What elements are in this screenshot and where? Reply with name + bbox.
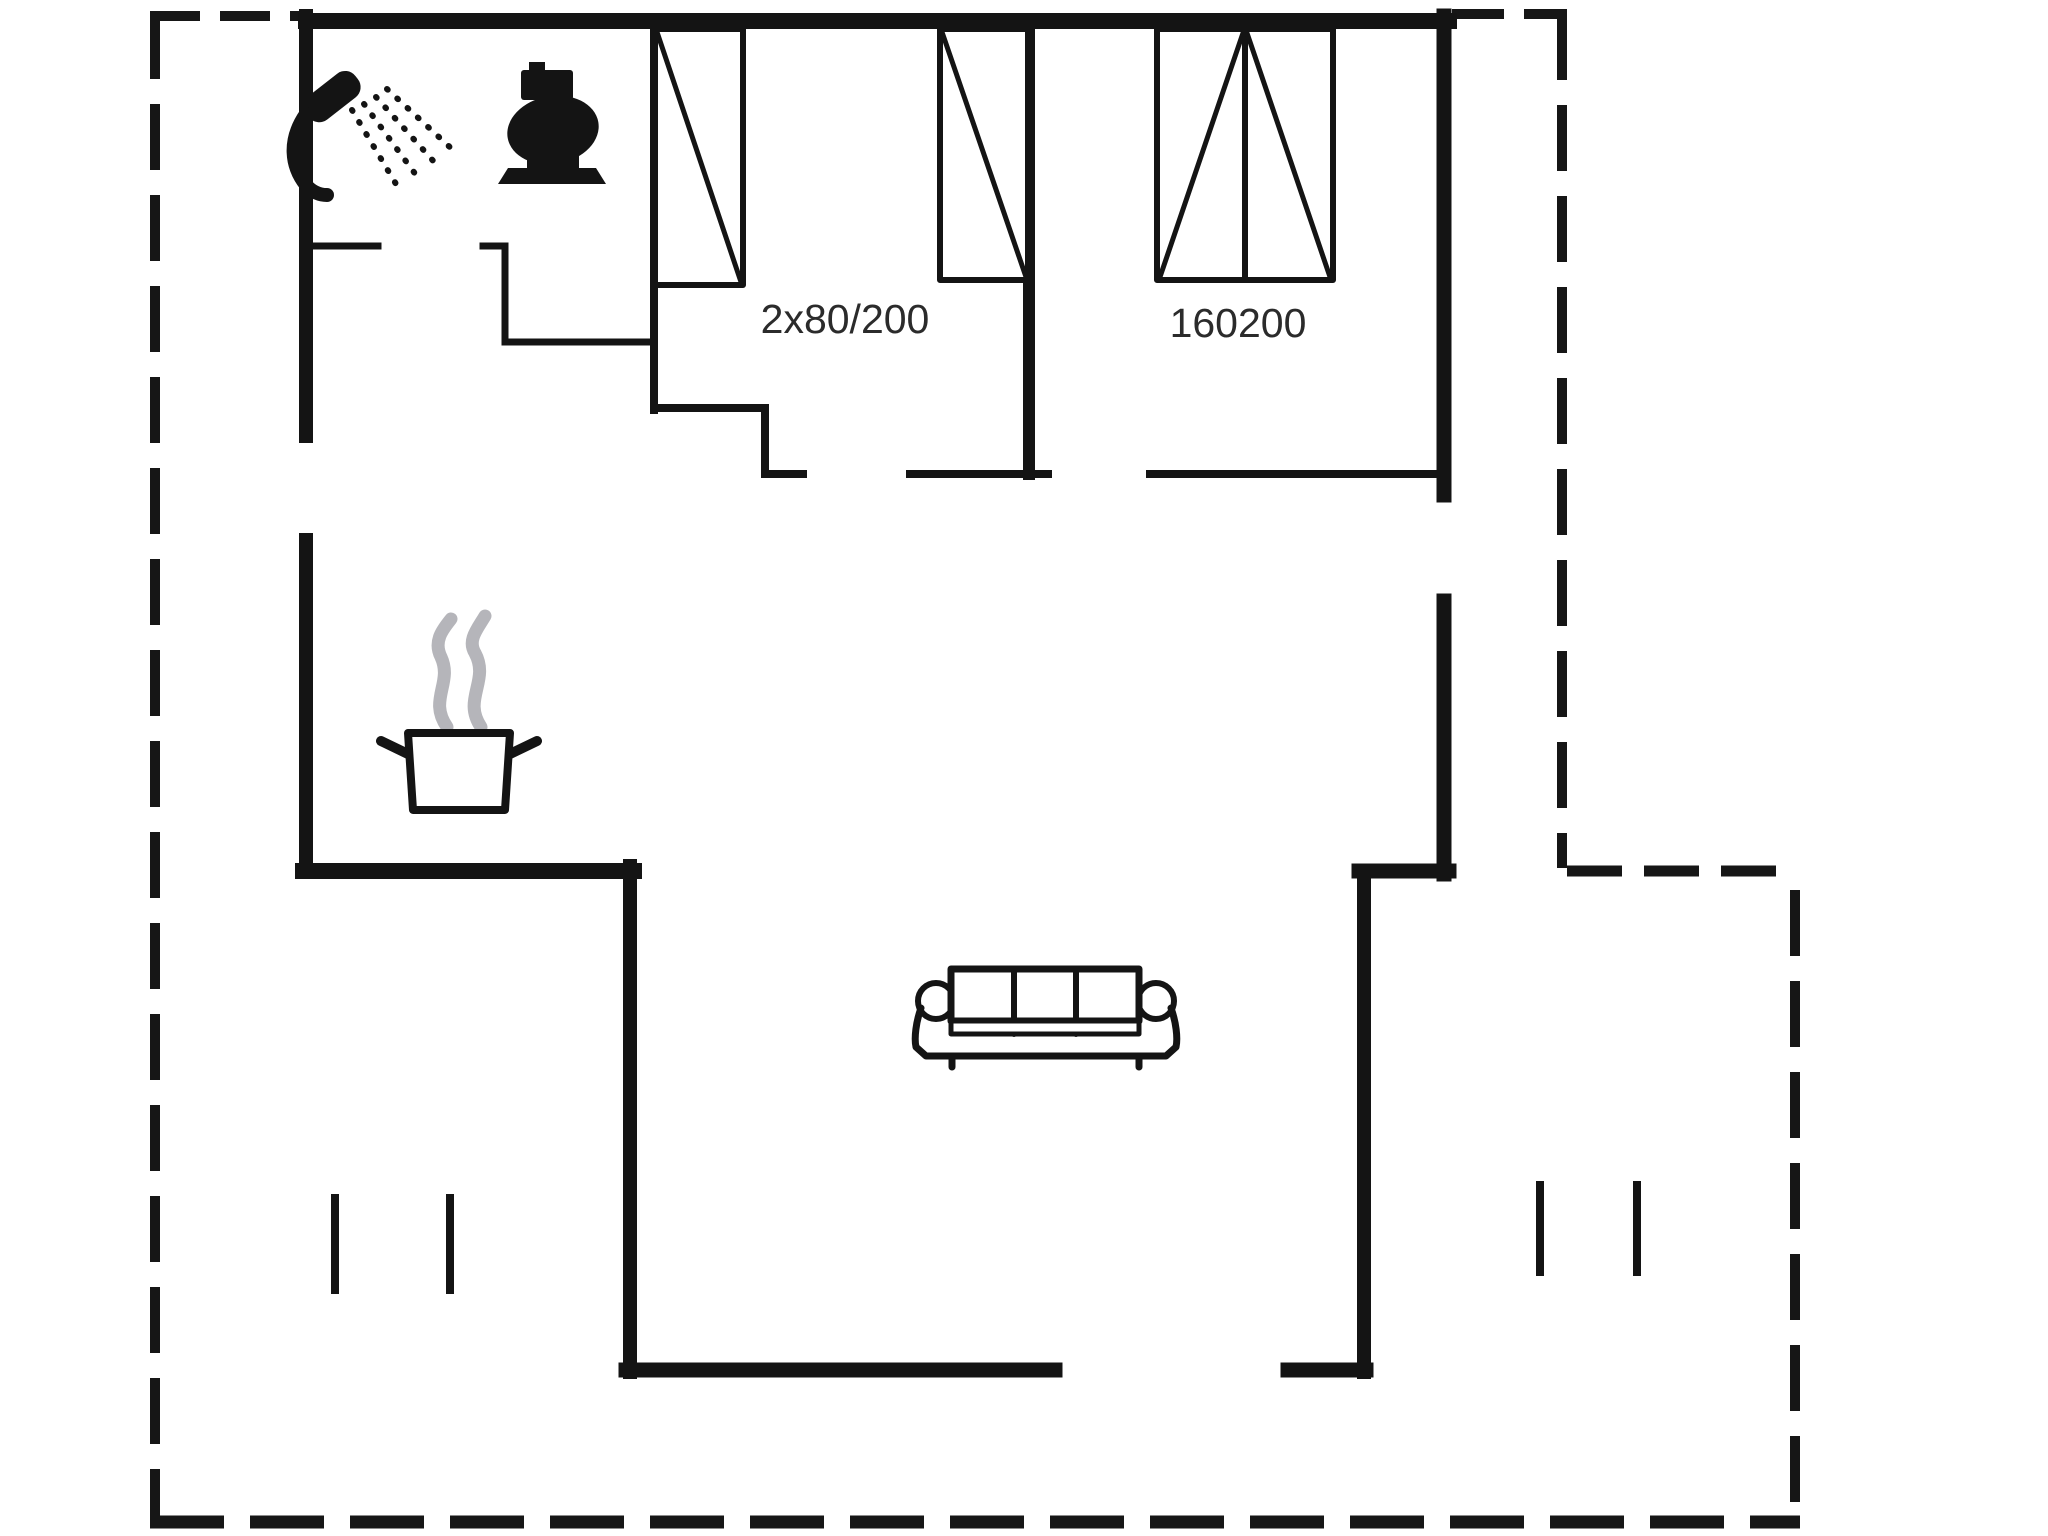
single-bed-1 bbox=[652, 26, 746, 288]
spray-line bbox=[373, 94, 439, 167]
cooking-pot-icon bbox=[376, 609, 542, 814]
sofa-seat-band bbox=[948, 1018, 1142, 1037]
steam-icon bbox=[465, 609, 492, 734]
exterior-walls bbox=[295, 8, 1457, 1379]
bedroom2-bed-size-label: 160200 bbox=[1170, 300, 1307, 346]
terrace-boundary bbox=[150, 9, 1800, 1529]
toilet-base bbox=[498, 168, 606, 184]
sofa-icon bbox=[911, 965, 1181, 1071]
double-bed-diagonal-right bbox=[1244, 30, 1333, 280]
pot-handle-right bbox=[505, 736, 542, 759]
spray-line bbox=[349, 107, 399, 187]
double-bed-diagonal-left bbox=[1157, 30, 1246, 280]
shower-icon bbox=[286, 70, 456, 202]
pot-handle-left bbox=[376, 736, 413, 759]
single-bed-2 bbox=[937, 26, 1031, 283]
double-bed bbox=[1154, 26, 1336, 283]
single-bed-diagonal bbox=[654, 29, 744, 285]
bedroom1-bed-size-label: 2x80/200 bbox=[761, 296, 930, 342]
toilet-icon bbox=[498, 62, 606, 184]
terrace-posts bbox=[331, 1181, 1641, 1294]
spray-line bbox=[384, 86, 456, 153]
shower-spray bbox=[349, 86, 456, 187]
sofa-body-outline bbox=[911, 1004, 1181, 1060]
single-bed-diagonal bbox=[939, 29, 1029, 280]
pot-body bbox=[404, 729, 514, 814]
spray-line bbox=[361, 101, 419, 178]
sofa-arm-right bbox=[1135, 980, 1177, 1022]
steam-icon bbox=[431, 612, 458, 734]
sofa-back-cushions bbox=[947, 965, 1143, 1025]
toilet-tank bbox=[521, 70, 573, 100]
shower-hose bbox=[286, 107, 334, 202]
shower-head bbox=[303, 70, 361, 123]
